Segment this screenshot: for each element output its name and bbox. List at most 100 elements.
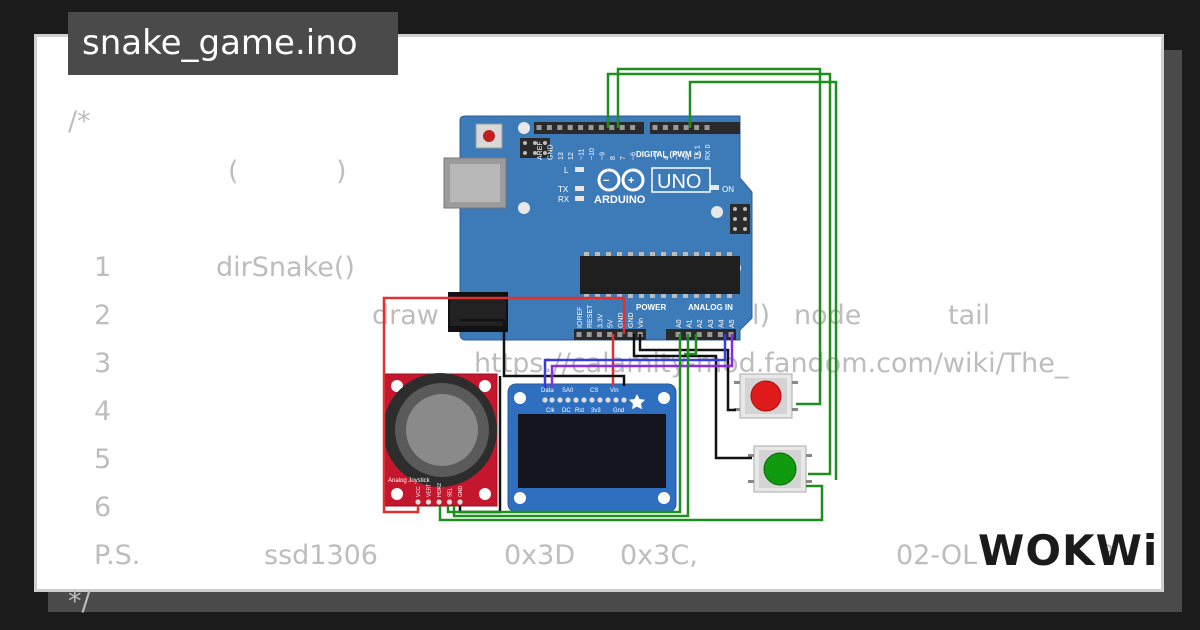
icsp-header-2 — [730, 204, 750, 234]
code-text: 0x3C, — [620, 540, 698, 571]
digital-pin-label: GND — [547, 144, 554, 160]
digital-pin[interactable] — [567, 125, 573, 130]
green-button[interactable] — [748, 445, 812, 493]
chip-pin — [716, 252, 721, 256]
joystick-pin[interactable] — [425, 499, 432, 505]
chip-pin — [694, 252, 699, 256]
digital-pin[interactable] — [609, 125, 615, 130]
digital-pin-label: RX 0 — [705, 144, 712, 160]
joystick-pin[interactable] — [457, 499, 463, 505]
code-text: 3 — [94, 348, 112, 379]
digital-pin[interactable] — [652, 125, 658, 130]
oled-pin[interactable] — [542, 397, 548, 403]
digital-pin[interactable] — [557, 125, 563, 130]
wire-black — [460, 318, 626, 386]
analog-pin-label: A3 — [708, 319, 715, 328]
code-text: node — [794, 300, 862, 331]
digital-pin[interactable] — [662, 125, 668, 130]
power-pin[interactable] — [627, 332, 633, 337]
oled-pin[interactable] — [589, 397, 595, 403]
joystick-pin[interactable] — [415, 499, 421, 505]
joystick-pin-label: VCC — [416, 486, 422, 497]
joystick-cap[interactable] — [406, 394, 478, 466]
digital-pin[interactable] — [619, 125, 625, 130]
analog-pin-label: A4 — [718, 319, 725, 328]
joystick-pin-label: VERT — [427, 484, 433, 497]
digital-pin[interactable] — [673, 125, 679, 130]
digital-pin[interactable] — [536, 125, 542, 130]
chip-pin — [683, 294, 688, 298]
chip-pin — [672, 252, 677, 256]
digital-pin-label: 13 — [558, 152, 565, 160]
wire-green — [616, 67, 822, 406]
wire-green — [438, 484, 824, 522]
wires — [382, 67, 838, 522]
power-pin[interactable] — [617, 332, 623, 337]
usb-port-inner — [450, 164, 500, 202]
digital-pin-label: AREF — [537, 141, 544, 160]
code-text: l) — [752, 300, 771, 331]
code-text: 02-OL — [896, 540, 978, 571]
chip-pin — [606, 294, 611, 298]
digital-pin[interactable] — [588, 125, 594, 130]
digital-pin[interactable] — [694, 125, 700, 130]
chip-pin — [661, 294, 666, 298]
code-text: ( — [228, 156, 239, 187]
power-pin-label: 5V — [608, 319, 615, 328]
red-button[interactable] — [734, 373, 798, 419]
analog-pin-label: A1 — [687, 319, 694, 328]
digital-pin[interactable] — [598, 125, 604, 130]
oled-pin-label: Vin — [610, 388, 619, 394]
star-icon — [629, 394, 645, 410]
oled-pin[interactable] — [621, 397, 627, 403]
digital-pin-label: ~5 — [653, 152, 660, 160]
code-text: ) — [336, 156, 347, 187]
analog-pin[interactable] — [717, 332, 723, 337]
power-pin[interactable] — [607, 332, 613, 337]
mounting-hole — [711, 206, 723, 218]
digital-pin[interactable] — [630, 125, 636, 130]
digital-pin-label: ~9 — [599, 152, 606, 160]
oled-pin[interactable] — [605, 397, 611, 403]
chip-pin — [617, 294, 622, 298]
icsp-header — [520, 138, 550, 158]
chip-pin — [705, 294, 710, 298]
arduino-brand: ARDUINO — [594, 194, 646, 206]
analog-pin[interactable] — [675, 332, 681, 337]
oled-pin[interactable] — [549, 397, 555, 403]
power-pin[interactable] — [596, 332, 602, 337]
analog-pin[interactable] — [707, 332, 713, 337]
svg-text:+: + — [628, 175, 634, 187]
wire-red — [382, 296, 626, 514]
digital-pin[interactable] — [704, 125, 710, 130]
joystick-pin[interactable] — [446, 499, 453, 505]
oled-pin[interactable] — [613, 397, 619, 403]
led-label-tx: TX — [558, 185, 569, 194]
oled-pin-label: 3v3 — [591, 408, 601, 414]
digital-pin[interactable] — [683, 125, 689, 130]
digital-pin-label: ~11 — [579, 149, 586, 160]
analog-pin-label: A5 — [729, 319, 736, 328]
oled-pin[interactable] — [573, 397, 579, 403]
analog-pin[interactable] — [696, 332, 702, 337]
power-pin[interactable] — [586, 332, 592, 337]
oled-pin[interactable] — [581, 397, 587, 403]
oled-pin-label: Rst — [575, 408, 584, 414]
code-text: */ — [68, 586, 91, 617]
oled-pin-label: DC — [562, 408, 571, 414]
joystick-pin[interactable] — [436, 499, 442, 505]
arduino-model: UNO — [657, 171, 701, 193]
oled-pin[interactable] — [557, 397, 563, 403]
digital-pin[interactable] — [578, 125, 584, 130]
oled-pin[interactable] — [565, 397, 571, 403]
chip-pin — [617, 252, 622, 256]
power-pin-label: GND — [618, 312, 625, 328]
digital-pin[interactable] — [546, 125, 552, 130]
oled-pin[interactable] — [597, 397, 603, 403]
power-pin[interactable] — [576, 332, 582, 337]
